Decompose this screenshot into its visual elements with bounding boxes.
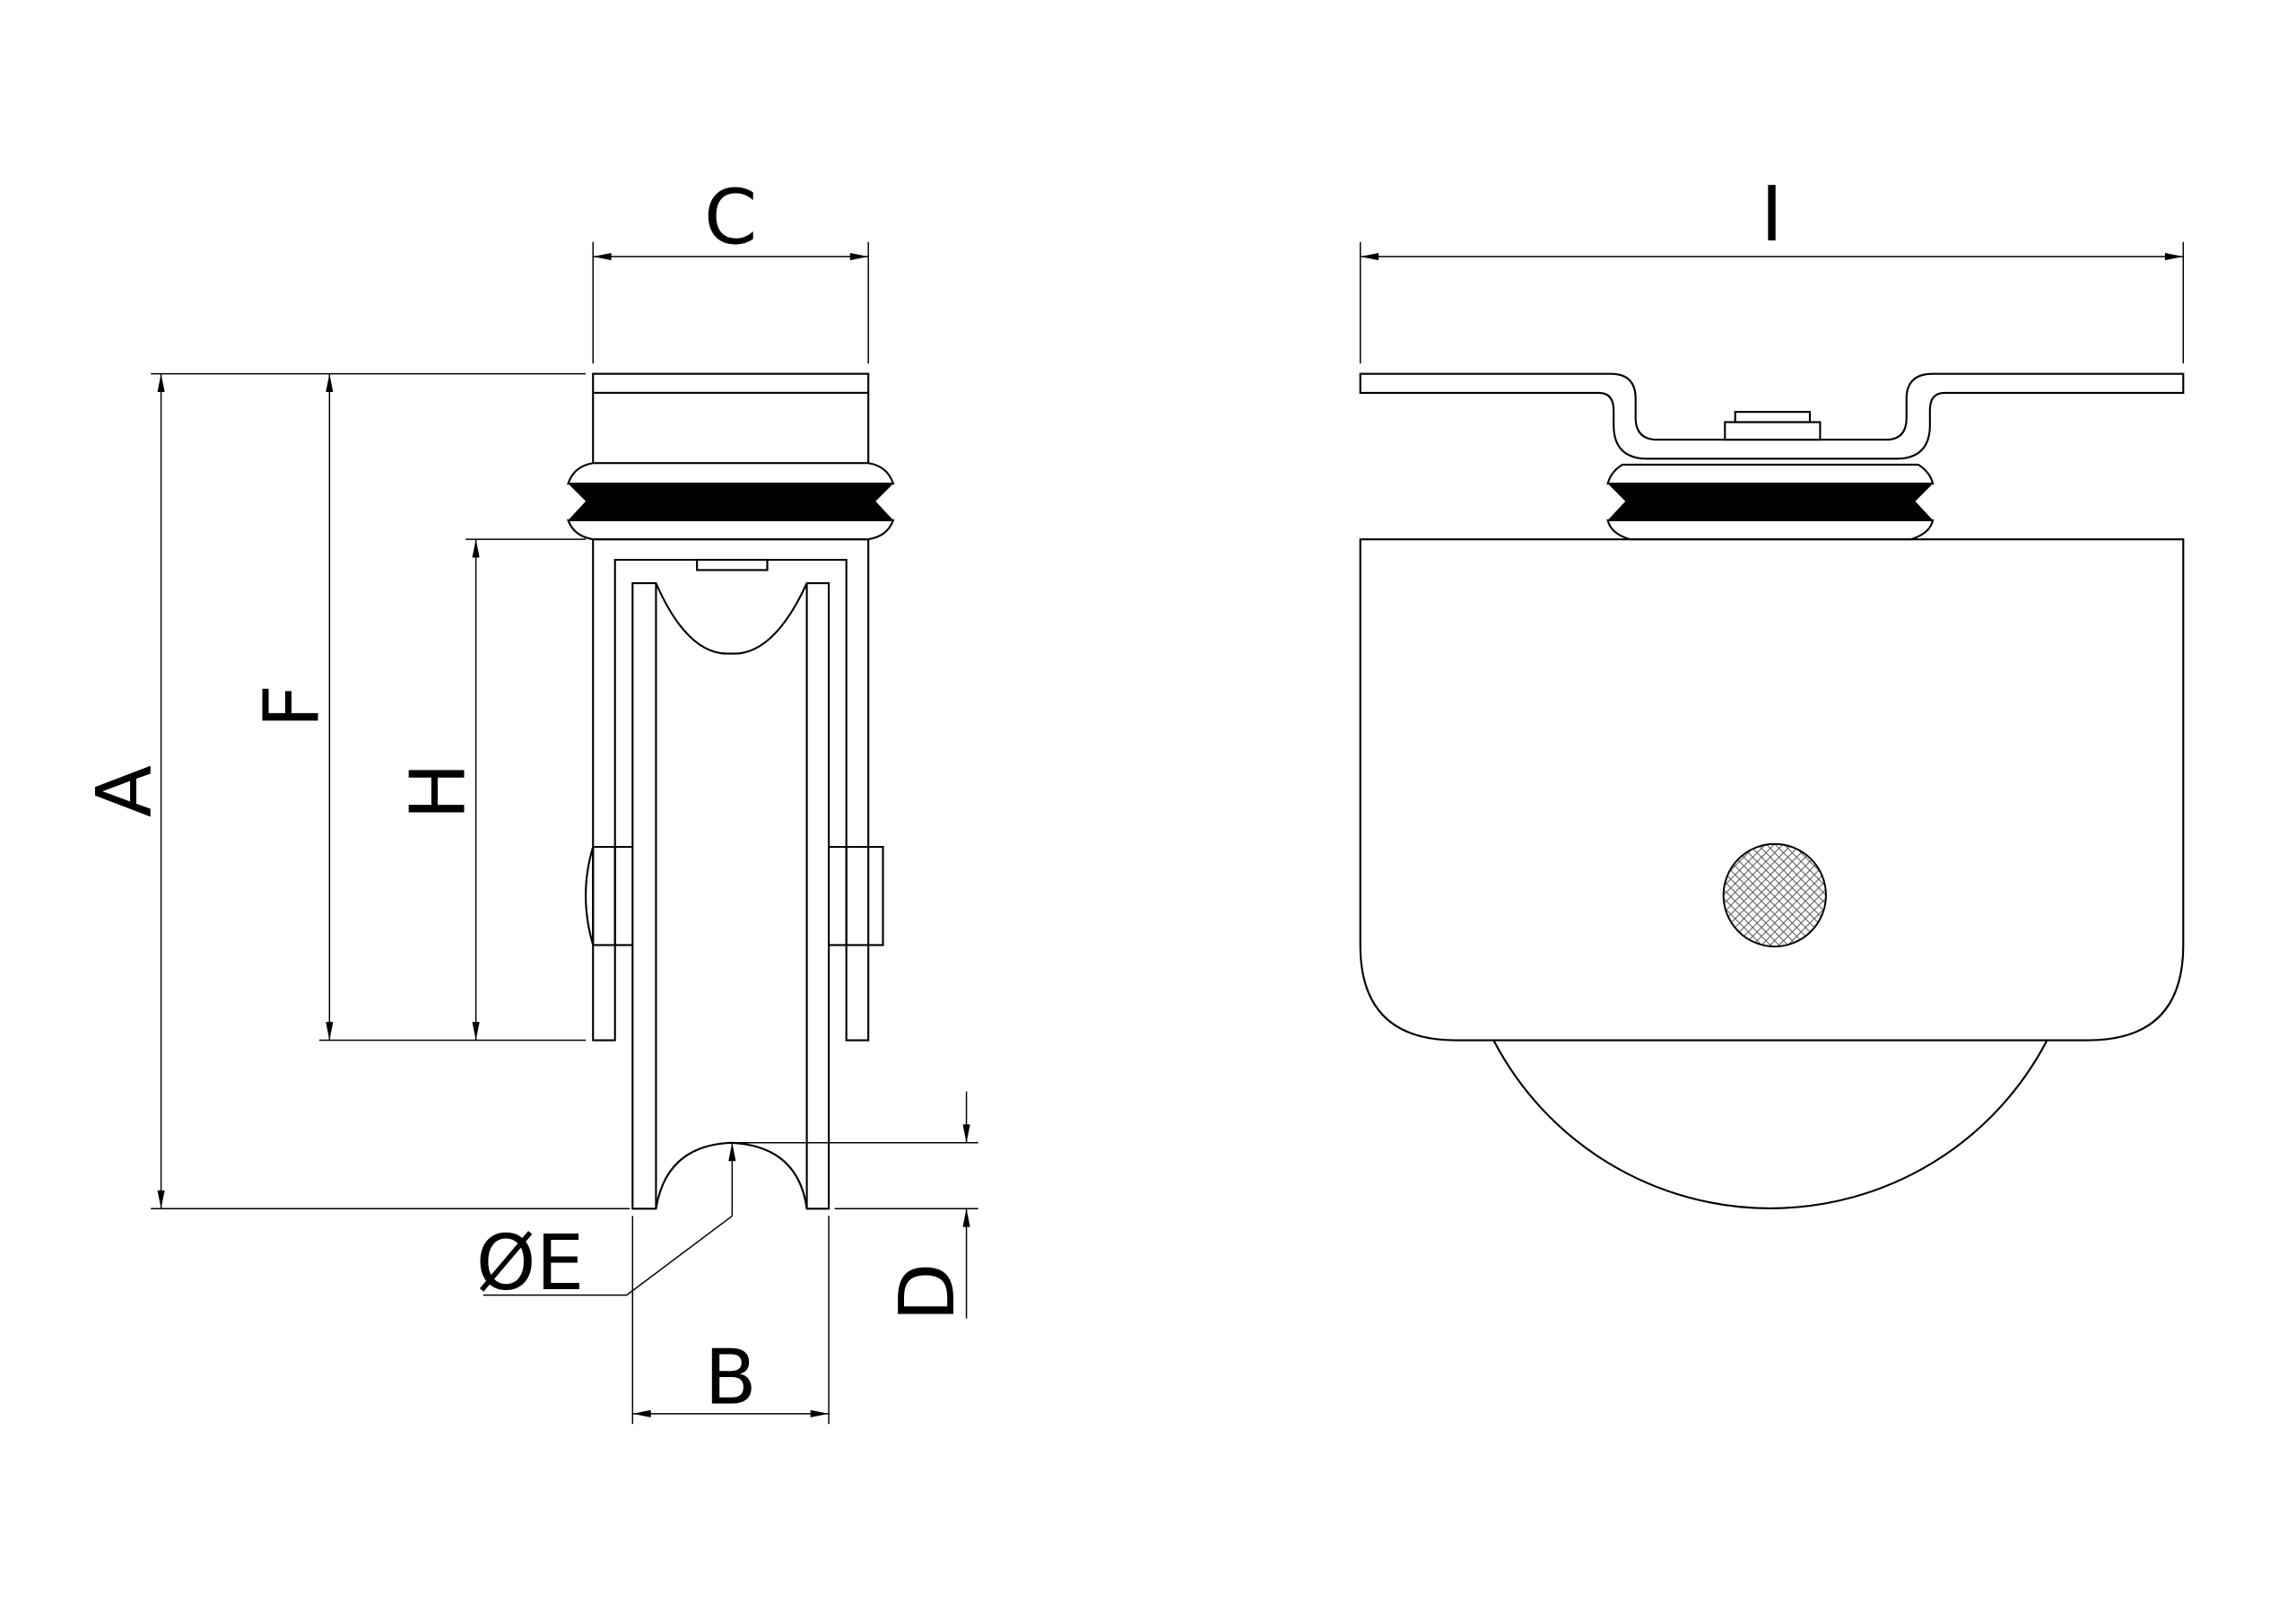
label-b: B bbox=[705, 1333, 757, 1422]
label-e: ØE bbox=[476, 1219, 584, 1308]
label-i: I bbox=[1761, 170, 1783, 259]
wheel-side bbox=[631, 582, 831, 1210]
dimension-h: H bbox=[395, 538, 587, 1041]
guide-ring-front bbox=[1606, 463, 1935, 541]
dimension-f: F bbox=[248, 373, 587, 1042]
mounting-plate bbox=[1359, 372, 2185, 460]
label-f: F bbox=[248, 685, 336, 728]
side-view bbox=[566, 372, 895, 1210]
bracket bbox=[592, 538, 870, 1042]
axle-section bbox=[1722, 842, 1827, 947]
guide-ring bbox=[566, 462, 895, 541]
dimension-c: C bbox=[592, 173, 869, 364]
dimension-a: A bbox=[81, 372, 631, 1210]
label-d: D bbox=[883, 1263, 972, 1321]
axle bbox=[585, 845, 884, 946]
dimension-i: I bbox=[1360, 170, 2185, 364]
front-view bbox=[1359, 372, 2185, 1209]
label-c: C bbox=[704, 173, 757, 262]
dimension-d: D bbox=[732, 1091, 978, 1321]
housing bbox=[1359, 538, 2185, 1042]
wheel-front bbox=[1492, 1040, 2048, 1209]
label-a: A bbox=[81, 765, 170, 817]
dimension-b: B bbox=[631, 1216, 830, 1425]
dimension-e: ØE bbox=[476, 1142, 736, 1308]
label-h: H bbox=[395, 763, 483, 820]
